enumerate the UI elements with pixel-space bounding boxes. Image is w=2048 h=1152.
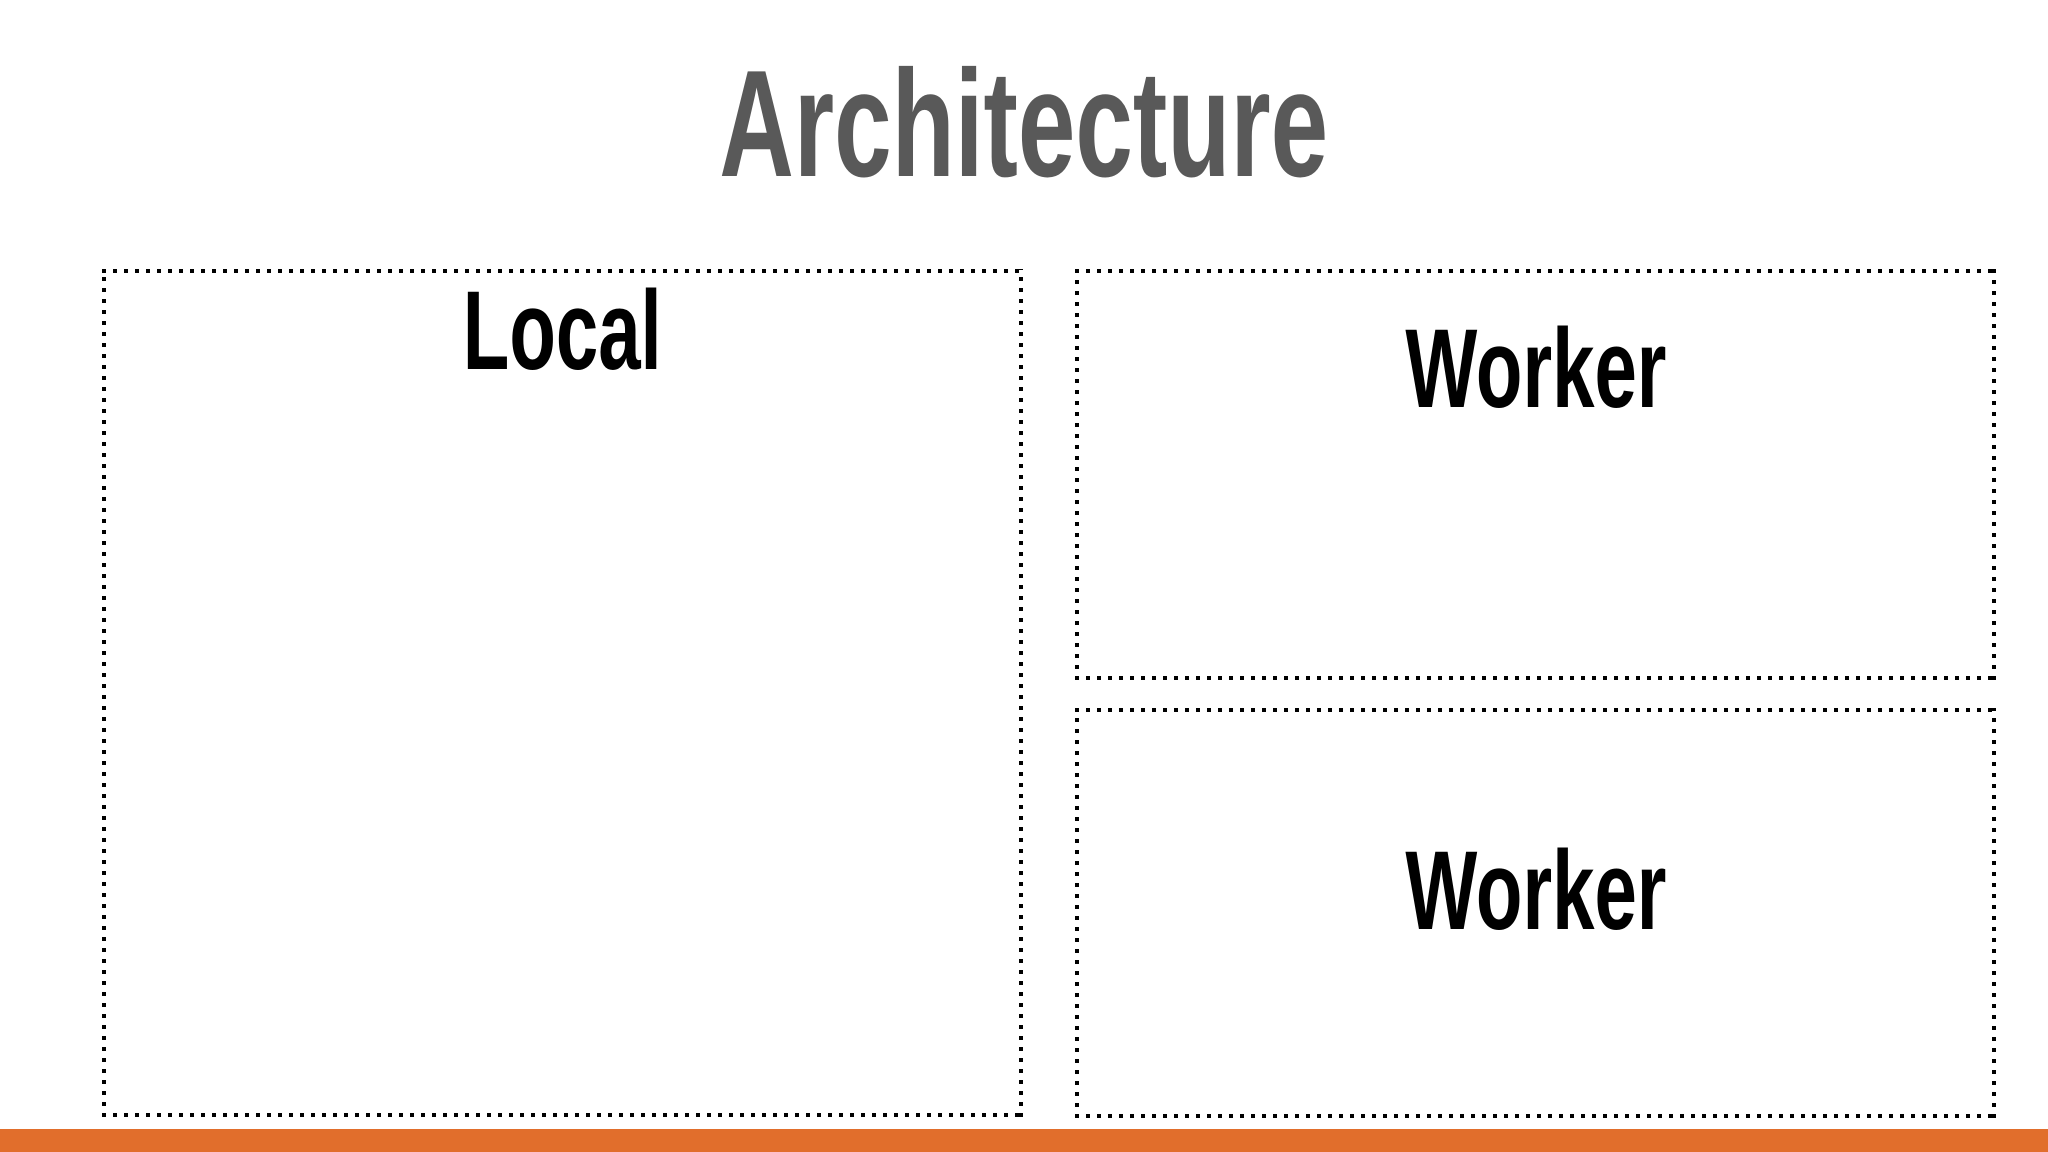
accent-bar [0, 1129, 2048, 1152]
slide-title-text: Architecture [719, 39, 1329, 209]
worker-box-top: Worker [1075, 269, 1996, 680]
worker-box-top-label: Worker [1075, 313, 1996, 425]
local-box: Local [102, 269, 1023, 1117]
local-box-label: Local [102, 275, 1023, 387]
worker-box-bottom-label-text: Worker [1404, 828, 1667, 953]
local-box-label-text: Local [463, 268, 662, 393]
worker-box-top-label-text: Worker [1404, 306, 1667, 431]
worker-box-bottom-label: Worker [1075, 835, 1996, 947]
worker-box-bottom: Worker [1075, 708, 1996, 1118]
slide-title: Architecture [0, 48, 2048, 200]
